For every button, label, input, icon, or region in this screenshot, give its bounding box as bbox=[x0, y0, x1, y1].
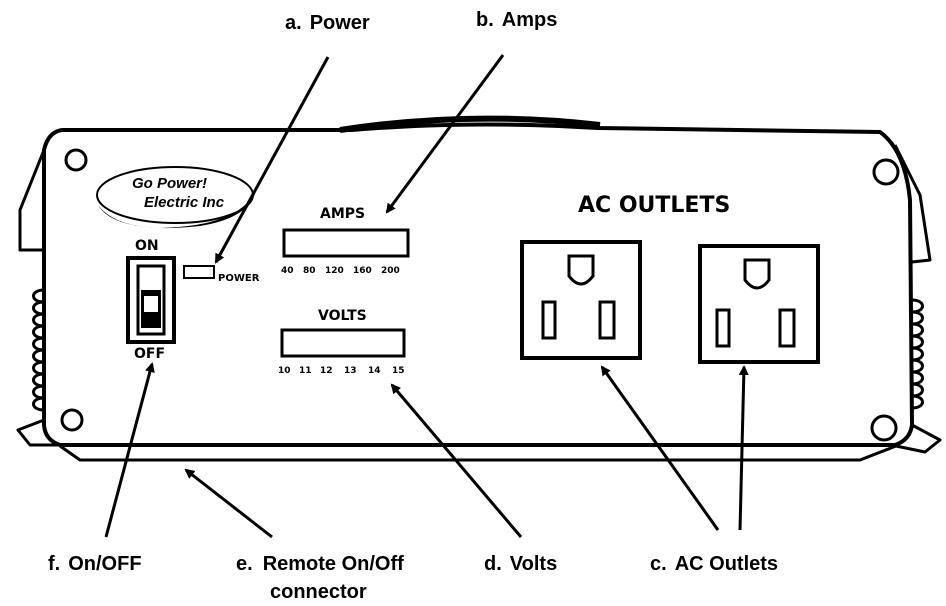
arrow-remote bbox=[184, 468, 273, 539]
volts-meter: VOLTS 10 11 12 13 14 15 bbox=[278, 308, 406, 376]
screw-top-right bbox=[872, 158, 900, 186]
amps-tick: 160 bbox=[353, 266, 372, 276]
volts-title: VOLTS bbox=[318, 308, 367, 324]
inverter-front-panel bbox=[16, 115, 942, 462]
brand-logo: Go Power! Electric Inc bbox=[96, 166, 256, 229]
arrow-outlet-left bbox=[600, 365, 720, 531]
base-plate bbox=[59, 444, 897, 462]
amps-tick: 200 bbox=[381, 266, 400, 276]
left-heat-fins bbox=[32, 288, 46, 412]
screw-bottom-right bbox=[870, 414, 898, 442]
ac-outlets-title: AC OUTLETS bbox=[578, 193, 730, 218]
arrow-on-off bbox=[104, 362, 155, 538]
volts-tick: 14 bbox=[368, 366, 381, 376]
callout-remote-line1: e.Remote On/Off bbox=[236, 553, 404, 575]
right-bottom-bracket bbox=[895, 423, 942, 454]
callout-volts: d.Volts bbox=[484, 553, 557, 575]
amps-meter: AMPS 40 80 120 160 200 bbox=[281, 206, 410, 276]
callout-ac-outlets: c.AC Outlets bbox=[650, 553, 778, 575]
callout-arrows bbox=[104, 54, 749, 539]
amps-tick: 80 bbox=[303, 266, 316, 276]
ac-outlet-right bbox=[698, 244, 820, 364]
power-switch[interactable]: ON OFF bbox=[126, 238, 176, 362]
left-side-bracket bbox=[18, 149, 46, 252]
switch-on-label: ON bbox=[135, 238, 159, 254]
screw-top-left bbox=[64, 148, 88, 172]
callout-remote-line2: connector bbox=[270, 581, 367, 603]
amps-tick: 120 bbox=[325, 266, 344, 276]
logo-line2: Electric Inc bbox=[144, 194, 225, 211]
amps-title: AMPS bbox=[320, 206, 365, 222]
top-ridge bbox=[339, 115, 601, 133]
power-led-label: POWER bbox=[218, 273, 260, 284]
arrow-outlet-right bbox=[738, 365, 749, 531]
right-heat-fins bbox=[910, 298, 924, 410]
amps-tick: 40 bbox=[281, 266, 294, 276]
left-bottom-bracket bbox=[16, 418, 60, 447]
volts-tick: 10 bbox=[278, 366, 291, 376]
power-led: POWER bbox=[183, 265, 260, 284]
volts-tick: 11 bbox=[299, 366, 312, 376]
callout-on-off: f.On/OFF bbox=[48, 553, 142, 575]
volts-tick: 13 bbox=[344, 366, 357, 376]
screw-bottom-left bbox=[60, 408, 84, 432]
arrow-amps bbox=[385, 54, 505, 214]
ac-outlet-left bbox=[520, 240, 642, 360]
volts-tick: 12 bbox=[320, 366, 333, 376]
switch-off-label: OFF bbox=[134, 346, 165, 362]
arrow-volts bbox=[390, 383, 523, 538]
arrow-power bbox=[214, 56, 330, 264]
right-side-bracket bbox=[893, 144, 932, 264]
logo-line1: Go Power! bbox=[132, 175, 207, 192]
callout-amps: b.Amps bbox=[476, 9, 557, 31]
volts-tick: 15 bbox=[392, 366, 405, 376]
callout-power: a.Power bbox=[285, 12, 370, 34]
